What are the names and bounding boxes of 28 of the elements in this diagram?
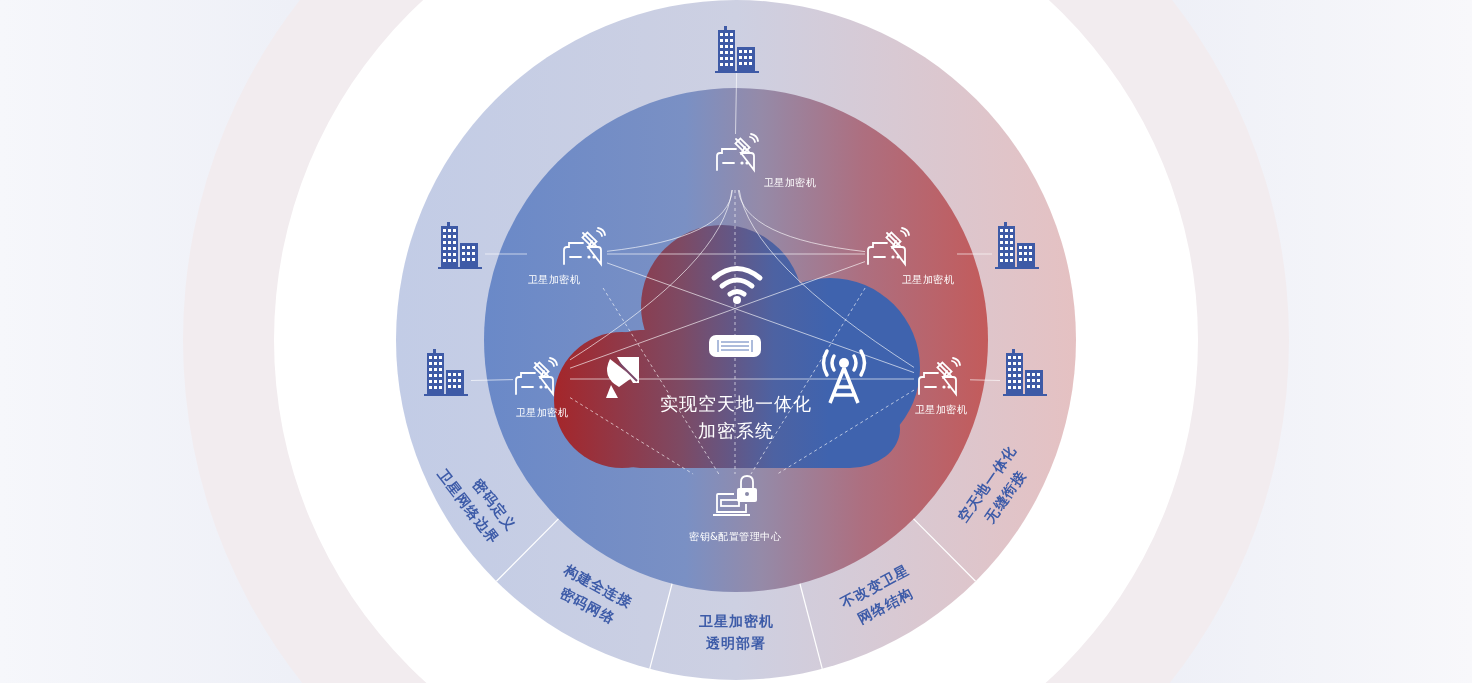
- connector-line: [606, 253, 866, 255]
- dashed-connector: [602, 287, 720, 475]
- connector-line: [738, 189, 915, 368]
- node-label: 卫星加密机: [763, 177, 816, 189]
- dashed-connector: [569, 397, 694, 475]
- cloud-title: 实现空天地一体化加密系统: [659, 392, 813, 443]
- node-label: 卫星加密机: [901, 274, 954, 286]
- ring-label: 卫星加密机透明部署: [697, 612, 775, 653]
- connector-line: [606, 189, 733, 252]
- connector-line: [735, 72, 738, 135]
- connector-line: [969, 379, 1001, 381]
- connector-line: [606, 262, 915, 374]
- node-label: 卫星加密机: [527, 274, 580, 286]
- connector-line: [569, 378, 915, 380]
- dashed-connector: [734, 189, 736, 475]
- ring-label: 不改变卫星网络结构: [836, 560, 917, 629]
- node-label: 卫星加密机: [914, 404, 967, 416]
- connector-line: [569, 189, 733, 361]
- dashed-connector: [776, 389, 915, 475]
- dashed-connector: [750, 287, 866, 475]
- ring-label: 构建全连接密码网络: [556, 560, 637, 629]
- ring-label: 密码定义卫星网络边界: [433, 465, 521, 550]
- connector-line: [956, 253, 993, 255]
- connector-line: [569, 261, 866, 369]
- connector-line: [737, 189, 866, 253]
- ring-label: 空天地一体化无缝衔接: [953, 441, 1030, 528]
- connector-line: [484, 253, 528, 255]
- node-label: 密钥&配置管理中心: [689, 531, 782, 543]
